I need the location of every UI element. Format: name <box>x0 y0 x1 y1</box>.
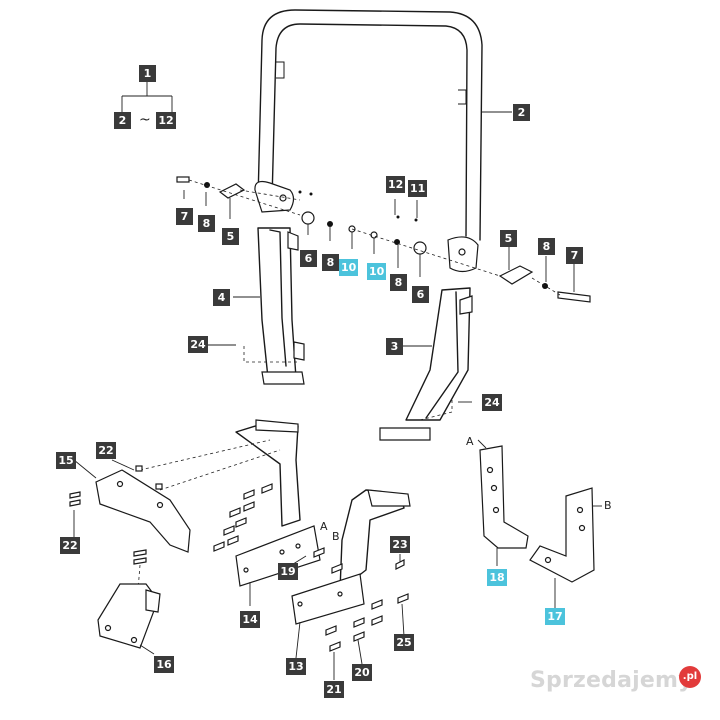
callout-7-right: 7 <box>566 247 583 264</box>
connector-b-mid: B <box>332 530 340 543</box>
callout-8-left-b: 8 <box>322 254 339 271</box>
callout-14: 14 <box>240 611 260 628</box>
callout-19: 19 <box>278 563 298 580</box>
callout-20: 20 <box>352 664 372 681</box>
connector-a-mid: A <box>320 520 328 533</box>
callout-8-right-a: 8 <box>390 274 407 291</box>
bracket-15 <box>95 439 281 553</box>
callout-8-right-b: 8 <box>538 238 555 255</box>
callout-2: 2 <box>513 104 530 121</box>
callout-5-right: 5 <box>500 230 517 247</box>
callout-3: 3 <box>386 338 403 355</box>
roll-bar-hoop <box>254 9 483 273</box>
hardware-right <box>351 215 591 303</box>
bracket-13 <box>291 489 411 652</box>
legend-range-separator: ~ <box>139 112 151 128</box>
bracket-17 <box>529 487 602 583</box>
bolt-group-14 <box>213 483 273 552</box>
legend-range-to-label: 12 <box>156 112 176 129</box>
bolt-group-13 <box>313 547 409 652</box>
callout-12: 12 <box>386 176 406 193</box>
callout-25: 25 <box>394 634 414 651</box>
callout-24-left: 24 <box>188 336 208 353</box>
legend-parent-label: 1 <box>139 65 156 82</box>
callout-17: 17 <box>545 608 565 625</box>
callout-5-left: 5 <box>222 228 239 245</box>
legend-range-from-label: 2 <box>114 112 131 129</box>
callout-13: 13 <box>286 658 306 675</box>
callout-15: 15 <box>56 452 76 469</box>
callout-10-left: 10 <box>339 259 359 276</box>
callout-22-bottom: 22 <box>60 537 80 554</box>
callout-6-right: 6 <box>412 286 429 303</box>
callout-24-right: 24 <box>482 394 502 411</box>
right-upright <box>379 287 473 441</box>
connector-b-right: B <box>604 499 612 512</box>
callout-10-right: 10 <box>367 263 387 280</box>
callout-7-left: 7 <box>176 208 193 225</box>
bolts-22 <box>69 491 147 591</box>
callout-6-left: 6 <box>300 250 317 267</box>
callout-22-top: 22 <box>96 442 116 459</box>
watermark-logo: Sprzedajemy <box>530 668 693 693</box>
callout-11: 11 <box>408 180 428 197</box>
callout-21: 21 <box>324 681 344 698</box>
connector-a-top: A <box>466 435 474 448</box>
callout-23: 23 <box>390 536 410 553</box>
callout-4: 4 <box>213 289 230 306</box>
plate-16 <box>97 583 161 649</box>
legend-tree-lines <box>121 82 173 112</box>
watermark-logo-badge: .pl <box>679 666 701 688</box>
callout-8-left-a: 8 <box>198 215 215 232</box>
bracket-14 <box>213 419 321 587</box>
callout-18: 18 <box>487 569 507 586</box>
left-upright <box>243 227 305 385</box>
callout-16: 16 <box>154 656 174 673</box>
bracket-18 <box>477 439 529 549</box>
